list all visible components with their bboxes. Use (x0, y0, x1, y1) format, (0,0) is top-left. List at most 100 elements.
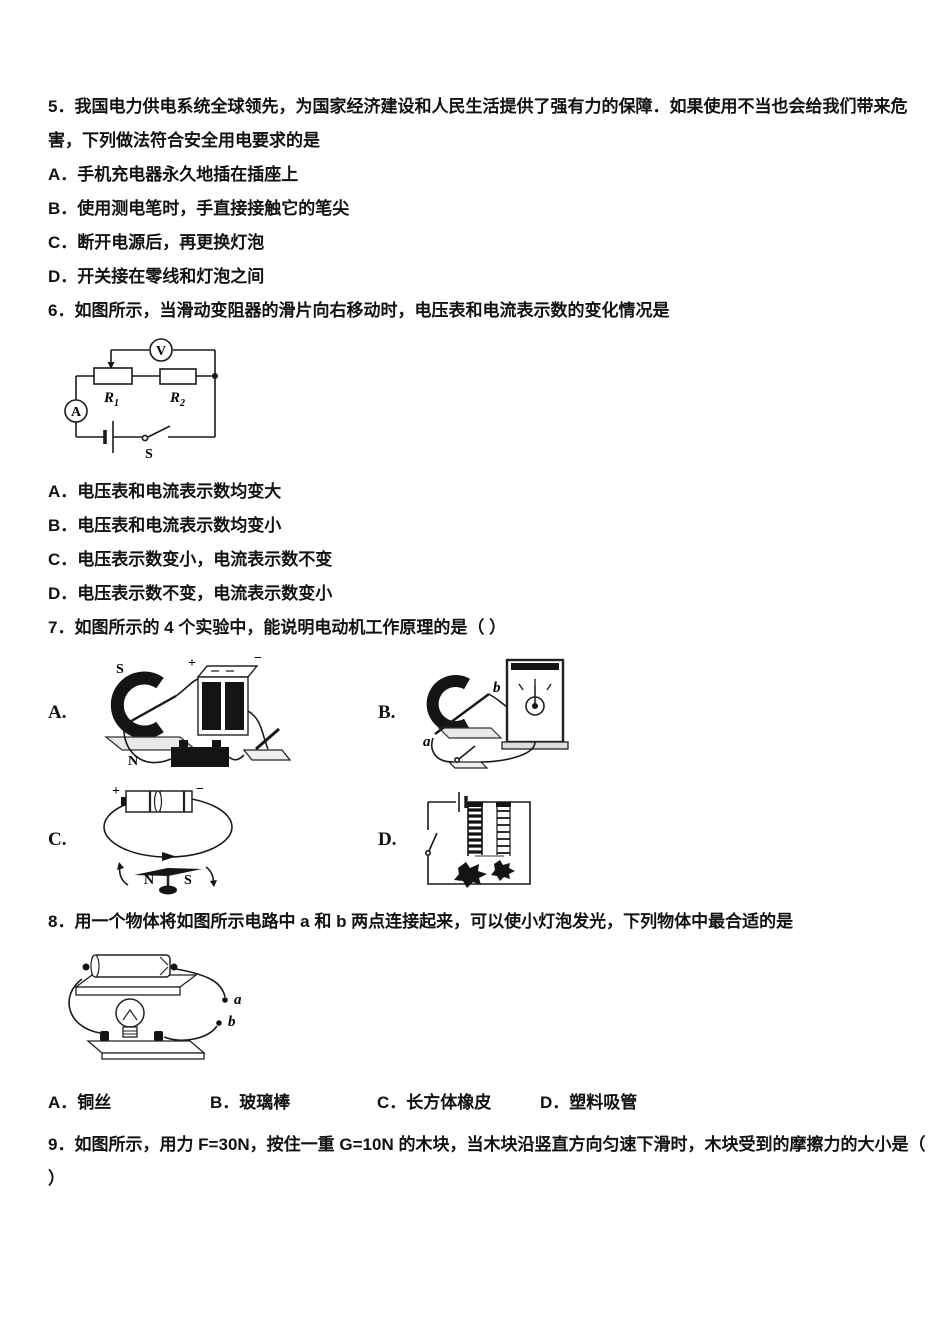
battery-cell-icon (82, 954, 178, 978)
magnet-base (437, 727, 503, 739)
q8-option-d: D．塑料吸管 (540, 1093, 638, 1112)
q7-figure-c: + − N S (103, 782, 234, 895)
q7-cell-b: B. a b (378, 652, 575, 774)
knife-switch-icon (243, 727, 292, 761)
q7-stem: 7．如图所示的 4 个实验中，能说明电动机工作原理的是（ ） (48, 618, 507, 637)
conductor-rod (434, 693, 491, 735)
q5-stem-line-1: 5．我国电力供电系统全球领先，为国家经济建设和人民生活提供了强有力的保障．如果使… (48, 97, 908, 116)
minus-label: − (196, 782, 204, 797)
needle-n-label: N (144, 873, 154, 888)
wire (123, 724, 172, 764)
q9-block: 9．如图所示，用力 F=30N，按住一重 G=10N 的木块，当木块沿竖直方向匀… (48, 1128, 926, 1196)
plus-label: + (112, 784, 120, 799)
point-a-label: a (423, 734, 431, 750)
compass-needle-icon (134, 868, 203, 876)
rheostat-slider-icon (107, 350, 115, 369)
needle-s-label: S (184, 873, 192, 888)
battery-icon (121, 790, 194, 813)
q6-circuit-figure: V R 1 R 2 A (48, 334, 902, 469)
switch-label: S (145, 447, 153, 462)
q8-figure-svg: a b (68, 954, 242, 1060)
r1-label: R (103, 390, 114, 406)
r2-sub-label: 2 (179, 398, 185, 409)
q7-label-a: A. (48, 702, 67, 723)
filings-right-icon (491, 860, 516, 881)
horseshoe-magnet-icon (427, 675, 471, 733)
q7-label-d: D. (378, 829, 397, 850)
wire-to-bulb (163, 1025, 218, 1041)
wire (176, 678, 199, 697)
q8-circuit-figure: a b (48, 945, 902, 1068)
point-b-label: b (228, 1014, 236, 1030)
filings-left-icon (454, 862, 488, 888)
rotation-arrow-left-icon (117, 862, 129, 886)
bulb-holder-base (86, 1031, 206, 1060)
voltmeter-label: V (156, 344, 166, 359)
battery-box-icon (197, 665, 259, 736)
ammeter-label: A (71, 405, 82, 420)
wire (431, 737, 454, 763)
q9-stem-line-1: 9．如图所示，用力 F=30N，按住一重 G=10N 的木块，当木块沿竖直方向匀… (48, 1135, 926, 1154)
wire (228, 754, 246, 761)
q7-figure-a: S N + − (104, 651, 292, 769)
q6-circuit-svg: V R 1 R 2 A (64, 338, 218, 462)
r1-sub-label: 1 (114, 398, 119, 409)
pole-label-s: S (116, 662, 124, 677)
voltmeter-icon (149, 338, 173, 362)
switch-icon (425, 832, 439, 857)
q7-label-c: C. (48, 829, 67, 850)
wire (481, 741, 537, 763)
rotation-arrow-right-icon (205, 866, 218, 887)
wire-return (68, 978, 101, 1034)
r2-label: R (169, 390, 180, 406)
wire (489, 693, 508, 708)
plus-label: + (188, 656, 196, 671)
battery-stand (74, 974, 198, 996)
q5-option-a: A．手机充电器永久地插在插座上 (48, 165, 299, 184)
battery-icon (103, 421, 114, 453)
q6-stem: 6．如图所示，当滑动变阻器的滑片向右移动时，电压表和电流表示数的变化情况是 (48, 301, 670, 320)
point-a-label: a (234, 992, 242, 1008)
q7-figure-d (425, 792, 532, 888)
q7-label-b: B. (378, 702, 396, 723)
coil-left-icon (467, 802, 484, 856)
coil-right-icon (496, 802, 512, 856)
q8-option-a: A．铜丝 (48, 1093, 112, 1112)
resistor-r2 (159, 368, 197, 385)
bulb-icon (115, 998, 145, 1038)
q5-stem-line-2: 害，下列做法符合安全用电要求的是 (48, 131, 320, 150)
resistor-r1 (93, 367, 133, 385)
compass-base (159, 885, 178, 895)
conductor-rod (123, 694, 178, 727)
q6-option-a: A．电压表和电流表示数均变大 (48, 482, 282, 501)
q8-stem: 8．用一个物体将如图所示电路中 a 和 b 两点连接起来，可以使小灯泡发光，下列… (48, 912, 794, 931)
q8-option-c: C．长方体橡皮 (377, 1093, 492, 1112)
q5-option-c: C．断开电源后，再更换灯泡 (48, 233, 265, 252)
q9-stem-line-2: ） (48, 1169, 65, 1188)
q7-figure-row-1: A. S N + − (48, 649, 902, 777)
galvanometer-icon (501, 658, 570, 750)
pole-label-n: N (128, 754, 138, 769)
wire (248, 710, 270, 750)
wire-to-a (175, 968, 226, 998)
q5-option-d: D．开关接在零线和灯泡之间 (48, 267, 265, 286)
q6-option-c: C．电压表示数变小，电流表示数不变 (48, 550, 333, 569)
battery-icon (458, 792, 469, 812)
q8-option-b: B．玻璃棒 (210, 1093, 291, 1112)
current-arrow-icon (162, 852, 177, 861)
q7-cell-d: D. (378, 784, 551, 896)
point-b-label: b (493, 680, 501, 696)
q6-option-d: D．电压表示数不变，电流表示数变小 (48, 584, 333, 603)
terminal-a-dot (222, 997, 228, 1003)
q6-option-b: B．电压表和电流表示数均变小 (48, 516, 282, 535)
switch-icon (141, 425, 171, 442)
horseshoe-magnet-icon (111, 671, 165, 739)
terminal-b-dot (216, 1020, 222, 1026)
rheostat-icon (171, 740, 230, 767)
q7-cell-a: A. S N + − (48, 649, 378, 777)
q7-figure-row-2: C. + − (48, 781, 902, 899)
minus-label: − (254, 651, 262, 666)
q7-cell-c: C. + − (48, 781, 378, 899)
q7-figure-b: a b (423, 658, 570, 769)
q5-option-b: B．使用测电笔时，手直接接触它的笔尖 (48, 199, 350, 218)
